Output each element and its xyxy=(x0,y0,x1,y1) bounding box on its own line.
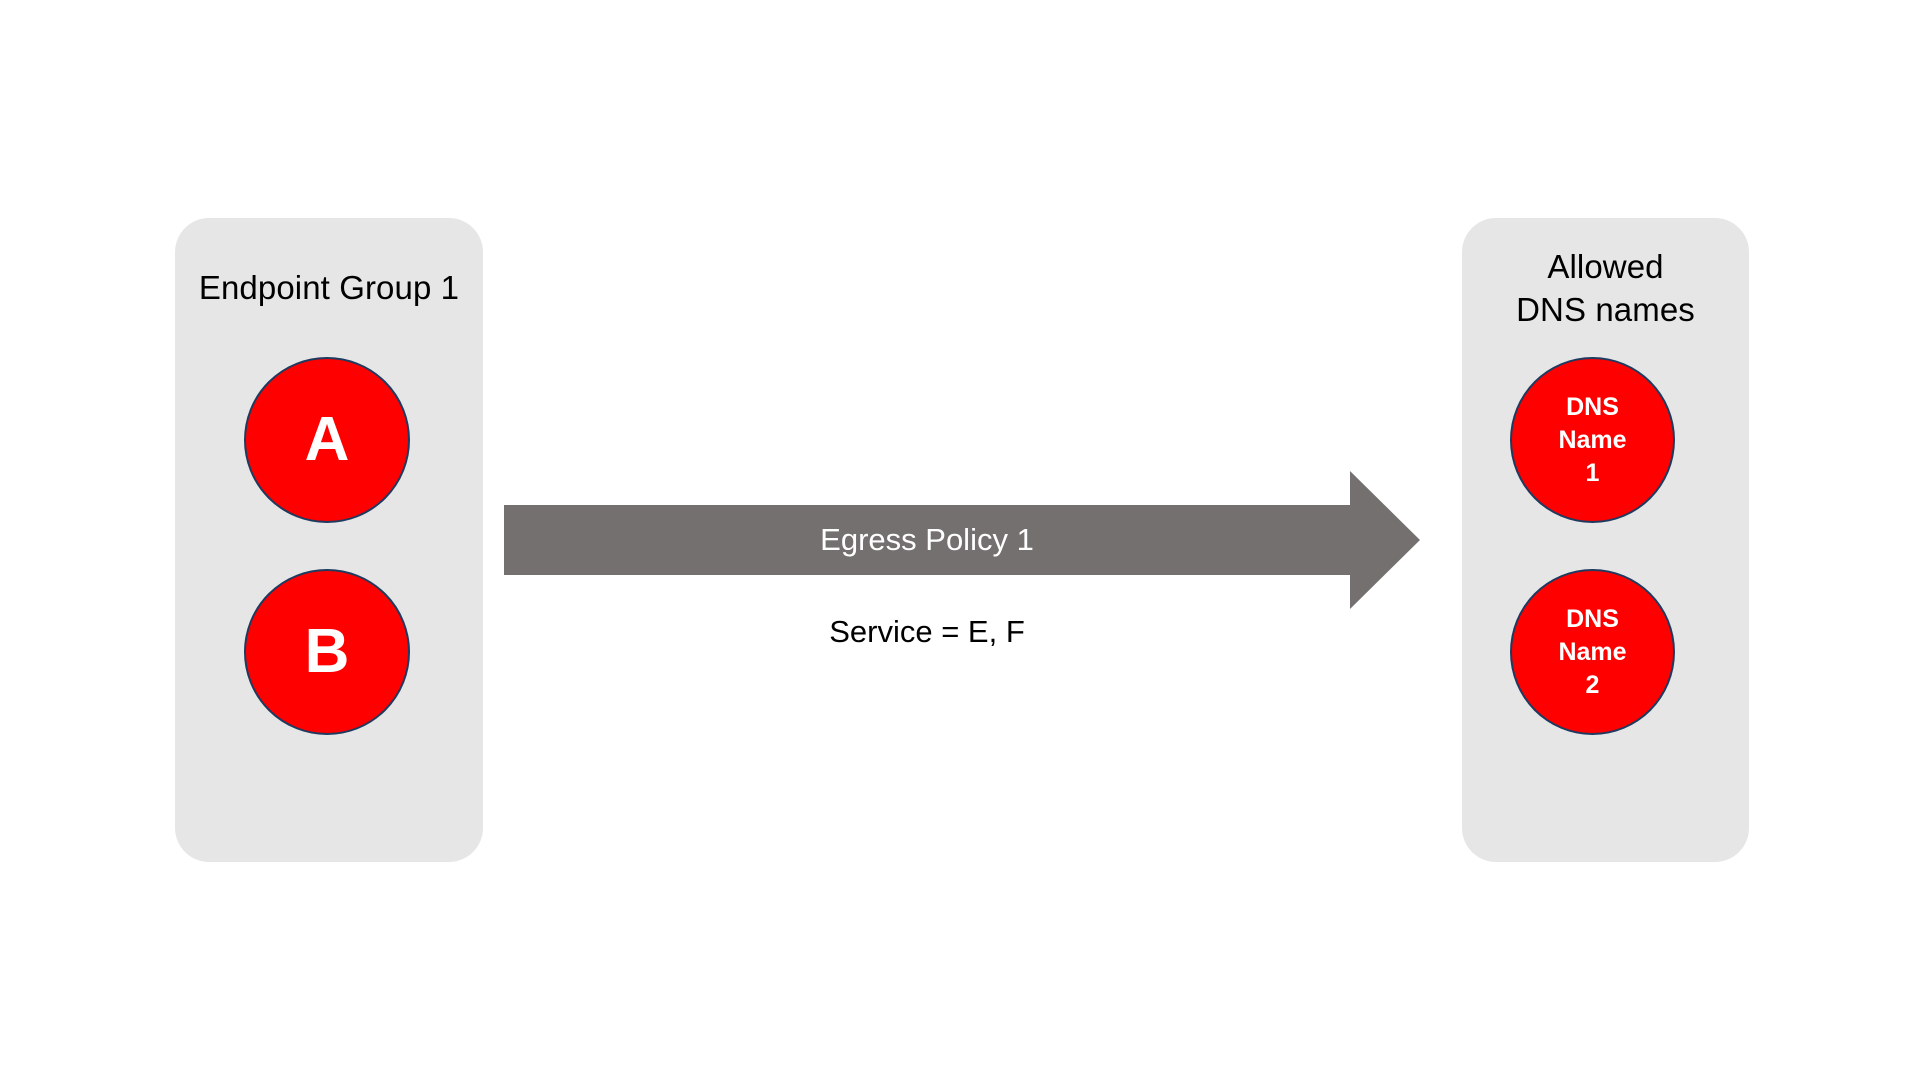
endpoint-group-panel xyxy=(175,218,483,862)
endpoint-node-a: A xyxy=(244,357,410,523)
endpoint-node-a-label: A xyxy=(304,405,350,474)
endpoint-group-title: Endpoint Group 1 xyxy=(198,269,460,306)
egress-policy-arrow xyxy=(504,471,1420,609)
arrow-right-icon xyxy=(504,471,1420,609)
dns-node-2-label: DNS Name 2 xyxy=(1558,604,1627,699)
policy-service-label: Service = E, F xyxy=(829,614,1025,649)
endpoint-node-b-label: B xyxy=(304,617,350,686)
dns-node-1: DNS Name 1 xyxy=(1510,357,1675,523)
dns-node-2: DNS Name 2 xyxy=(1510,569,1675,735)
endpoint-node-b: B xyxy=(244,569,410,735)
egress-policy-label: Egress Policy 1 xyxy=(820,522,1034,557)
allowed-dns-panel xyxy=(1462,218,1749,862)
allowed-dns-title: Allowed DNS names xyxy=(1516,248,1695,328)
dns-node-1-label: DNS Name 1 xyxy=(1558,392,1627,487)
